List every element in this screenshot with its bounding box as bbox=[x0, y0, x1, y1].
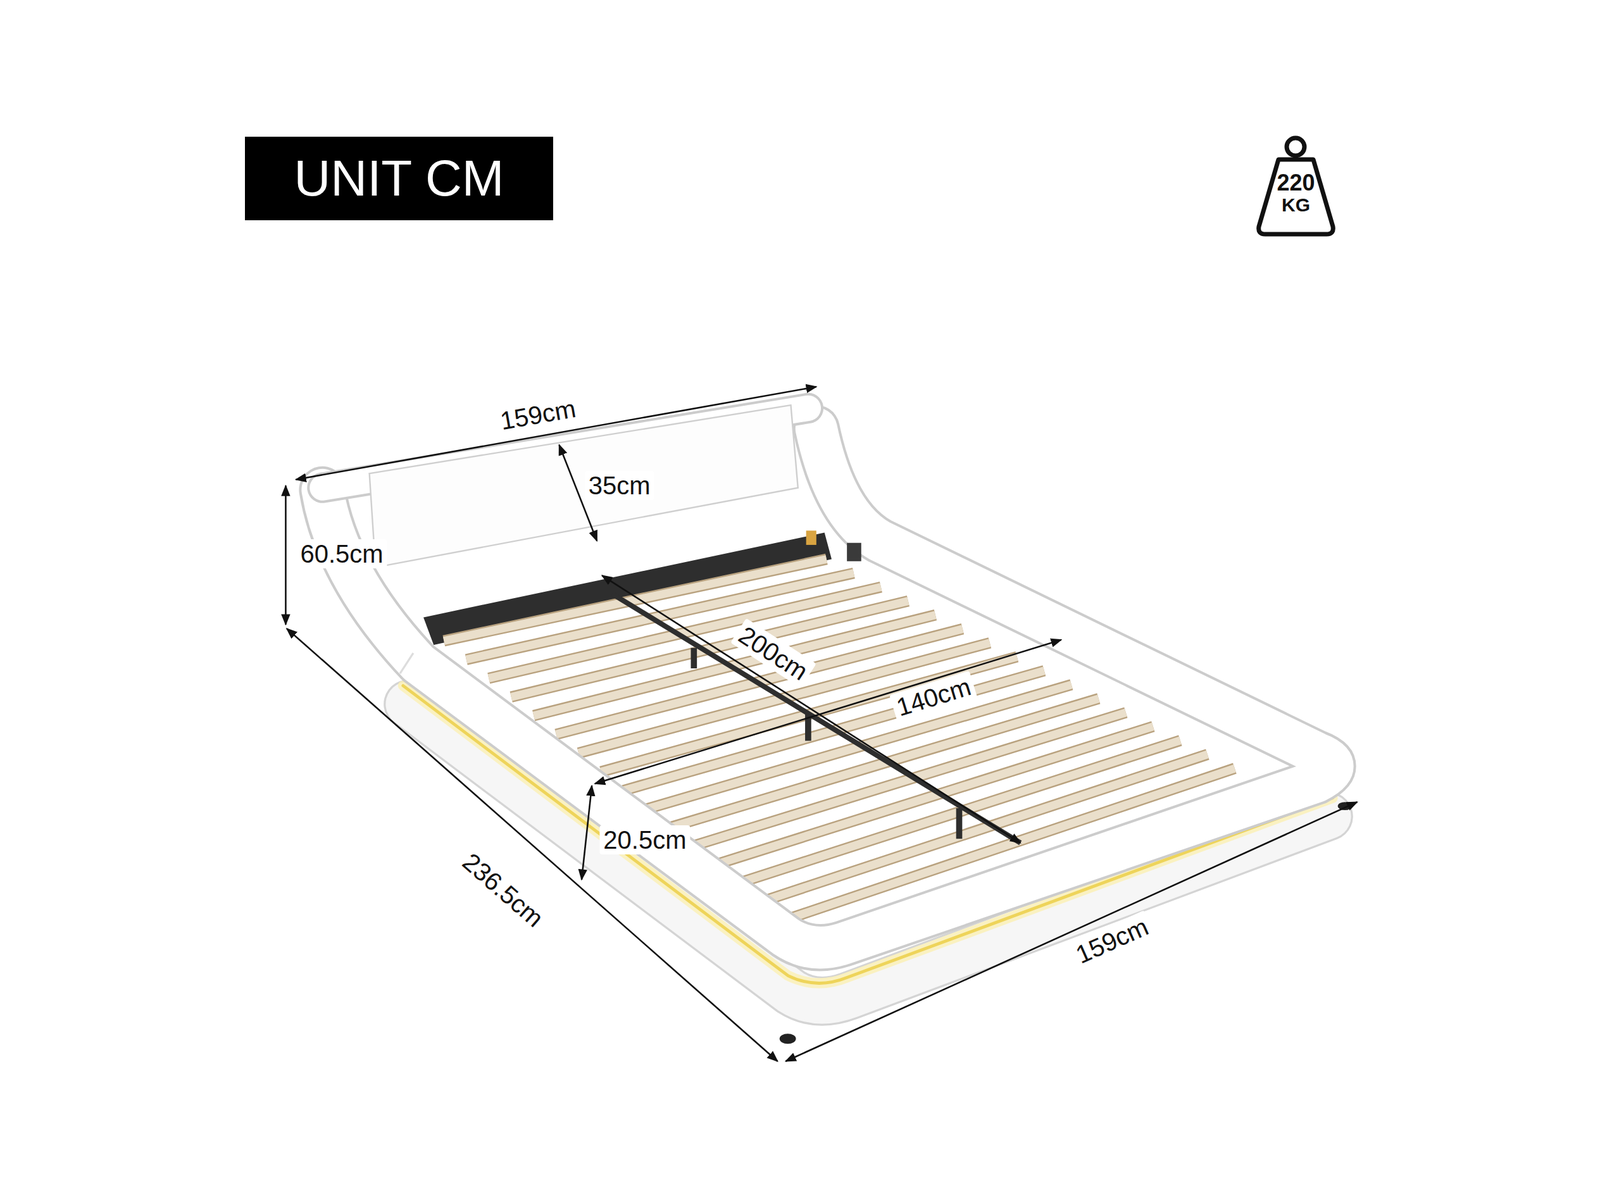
slat bbox=[443, 559, 827, 642]
bracket bbox=[846, 543, 862, 562]
weight-icon: 220KG bbox=[1250, 132, 1342, 238]
dimension-label: 20.5cm bbox=[599, 825, 690, 855]
weight-unit: KG bbox=[1281, 194, 1311, 216]
weight-ring bbox=[1286, 137, 1305, 156]
unit-label: UNIT CM bbox=[294, 153, 505, 204]
beam-leg bbox=[956, 808, 963, 839]
beam-leg bbox=[690, 648, 697, 669]
dimension-label: 60.5cm bbox=[296, 539, 388, 569]
slat-edge bbox=[443, 559, 827, 642]
dimension-label: 159cm bbox=[494, 392, 582, 436]
weight-value: 220 bbox=[1276, 170, 1315, 195]
headboard-cushion bbox=[369, 405, 799, 568]
bed-foot bbox=[779, 1033, 797, 1044]
dimension-label: 236.5cm bbox=[453, 844, 552, 935]
dimension-label: 35cm bbox=[584, 470, 655, 500]
dimension-lines bbox=[285, 386, 1357, 1062]
slat-top bbox=[443, 559, 827, 642]
bracket bbox=[806, 530, 817, 545]
rail-seam bbox=[400, 653, 414, 674]
weight-body bbox=[1258, 159, 1334, 235]
center-beam bbox=[612, 593, 1021, 843]
unit-box: UNIT CM bbox=[244, 136, 554, 221]
